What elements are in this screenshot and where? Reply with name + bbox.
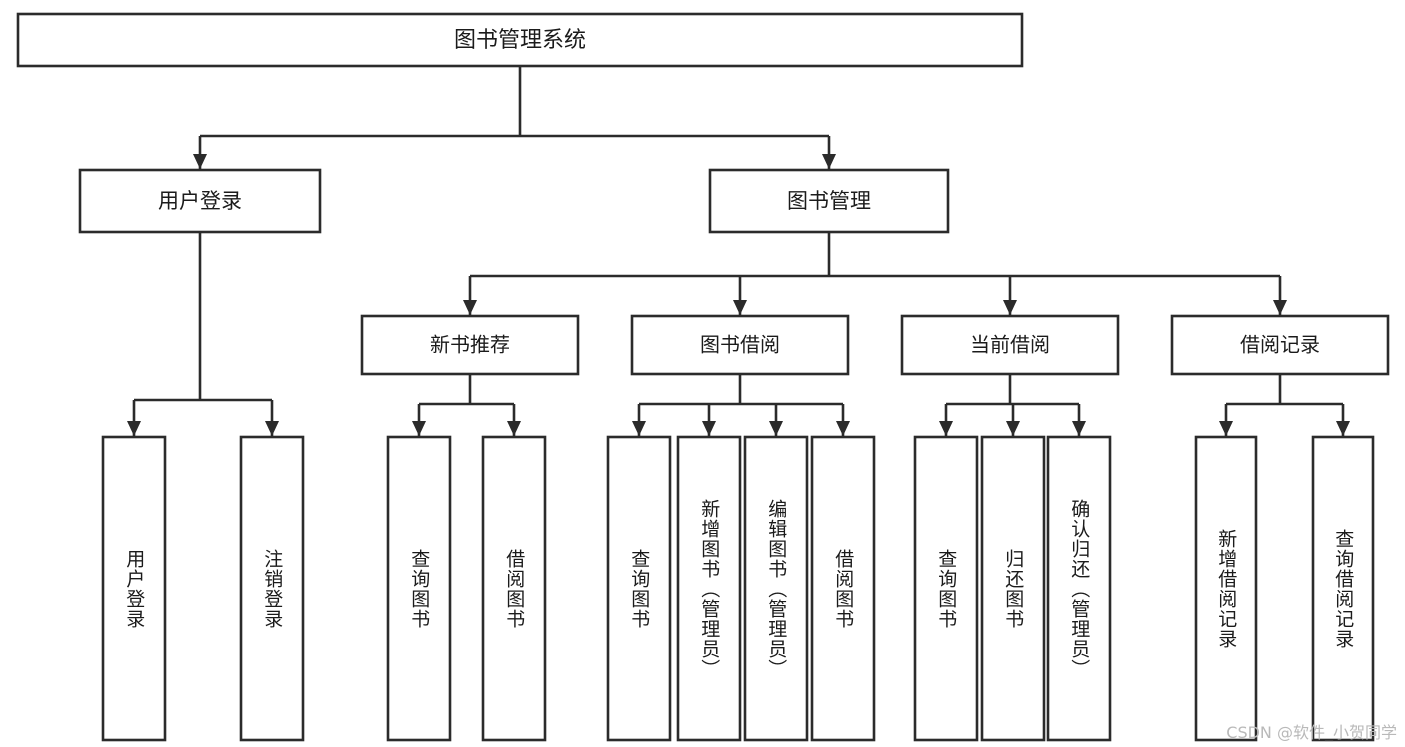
node-label-user-login: 用户登录 (158, 189, 242, 213)
watermark-text: CSDN @软件_小贺同学 (1226, 723, 1397, 742)
arrow-head-icon (193, 154, 207, 169)
node-box-leaf-add-book[interactable] (676, 435, 742, 742)
node-box-root[interactable] (16, 12, 1024, 68)
node-box-leaf-edit-book[interactable] (743, 435, 809, 742)
node-label-current-borrow: 当前借阅 (970, 333, 1050, 357)
arrow-head-icon (1006, 421, 1020, 436)
arrow-head-icon (1072, 421, 1086, 436)
node-box-leaf-query-book-2[interactable] (606, 435, 672, 742)
arrow-head-icon (1273, 300, 1287, 315)
node-box-leaf-query-book-1[interactable] (386, 435, 452, 742)
node-box-leaf-logout[interactable] (239, 435, 305, 742)
arrow-head-icon (733, 300, 747, 315)
arrow-head-icon (1219, 421, 1233, 436)
node-label-borrow-record: 借阅记录 (1240, 333, 1320, 357)
arrow-head-icon (412, 421, 426, 436)
arrow-head-icon (836, 421, 850, 436)
arrow-head-icon (1003, 300, 1017, 315)
node-box-leaf-add-record[interactable] (1194, 435, 1258, 742)
node-label-book-borrow: 图书借阅 (700, 333, 780, 357)
node-box-leaf-return-book[interactable] (980, 435, 1046, 742)
boxes-layer (16, 12, 1390, 742)
node-box-borrow-record[interactable] (1170, 314, 1390, 376)
arrow-head-icon (822, 154, 836, 169)
connectors-layer (127, 66, 1350, 436)
arrow-head-icon (1336, 421, 1350, 436)
node-label-new-book-recommend: 新书推荐 (430, 333, 510, 357)
node-box-leaf-query-record[interactable] (1311, 435, 1375, 742)
node-box-leaf-query-book-3[interactable] (913, 435, 979, 742)
node-box-new-book-recommend[interactable] (360, 314, 580, 376)
node-box-leaf-confirm-return[interactable] (1046, 435, 1112, 742)
arrow-head-icon (939, 421, 953, 436)
node-box-book-manage[interactable] (708, 168, 950, 234)
arrow-head-icon (265, 421, 279, 436)
node-label-root: 图书管理系统 (454, 28, 586, 53)
node-box-leaf-user-login[interactable] (101, 435, 167, 742)
arrow-head-icon (127, 421, 141, 436)
arrow-head-icon (507, 421, 521, 436)
arrow-head-icon (463, 300, 477, 315)
node-box-leaf-borrow-book-1[interactable] (481, 435, 547, 742)
arrow-head-icon (702, 421, 716, 436)
node-box-leaf-borrow-book-2[interactable] (810, 435, 876, 742)
node-label-book-manage: 图书管理 (787, 189, 871, 213)
node-box-user-login[interactable] (78, 168, 322, 234)
arrow-head-icon (632, 421, 646, 436)
node-box-book-borrow[interactable] (630, 314, 850, 376)
arrow-head-icon (769, 421, 783, 436)
node-box-current-borrow[interactable] (900, 314, 1120, 376)
